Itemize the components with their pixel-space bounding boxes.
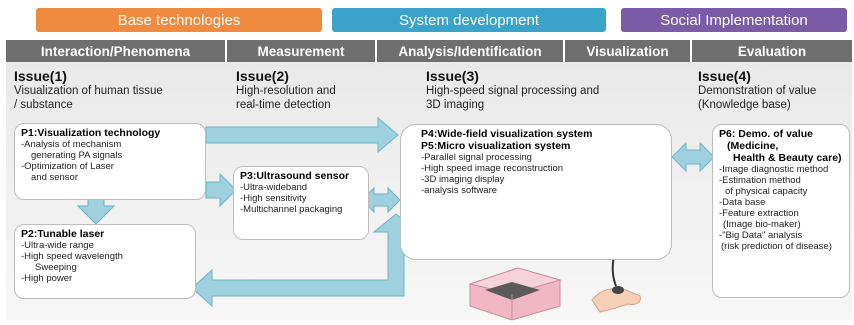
box-p6-title-line3: Health & Beauty care): [733, 152, 842, 164]
arrow-p1-to-p3: [205, 172, 237, 208]
box-p3-item: -Ultra-wideband: [240, 182, 308, 193]
box-p4-title: P4:Wide-field visualization system: [421, 128, 593, 140]
box-p6-title: P6: Demo. of value: [719, 128, 813, 140]
box-p2-item: Sweeping: [35, 262, 77, 273]
issue-1-title: Issue(1): [14, 68, 67, 84]
issue-2-title: Issue(2): [236, 68, 289, 84]
issue-3-title: Issue(3): [426, 68, 479, 84]
box-p2-title: P2:Tunable laser: [21, 228, 105, 240]
box-p1-title: P1:Visualization technology: [21, 127, 161, 139]
box-p3-item: -Multichannel packaging: [240, 204, 343, 215]
header-evaluation: Evaluation: [737, 43, 807, 59]
box-p2-item: -High power: [21, 273, 73, 284]
box-p3-item: -High sensitivity: [240, 193, 307, 204]
box-p1-item: -Optimization of Laser: [21, 161, 114, 172]
header-analysis-identification: Analysis/Identification: [377, 40, 565, 62]
issue-4-title: Issue(4): [698, 68, 751, 84]
box-p4-p5-visualization-systems: P4:Wide-field visualization system P5:Mi…: [400, 124, 672, 260]
box-p2-tunable-laser: P2:Tunable laser -Ultra-wide range -High…: [14, 224, 196, 299]
box-p1-item: and sensor: [31, 172, 79, 183]
issue-4-desc: Demonstration of value(Knowledge base): [698, 85, 817, 111]
box-p6-item: -Image diagnostic method: [719, 164, 829, 175]
phase-header-bar: Interaction/Phenomena Measurement Analys…: [6, 40, 852, 62]
box-p6-item: (Image bio-maker): [723, 219, 801, 230]
box-p45-item: -Parallel signal processing: [421, 152, 532, 163]
box-p3-title: P3:Ultrasound sensor: [240, 170, 350, 182]
banner-base-technologies: Base technologies: [36, 8, 322, 32]
box-p2-item: -Ultra-wide range: [21, 240, 94, 251]
box-p6-item: (risk prediction of disease): [721, 241, 832, 252]
box-p6-item: -Feature extraction: [719, 208, 799, 219]
box-p6-item: -Estimation method: [719, 175, 801, 186]
box-p3-ultrasound-sensor: P3:Ultrasound sensor -Ultra-wideband -Hi…: [233, 166, 369, 240]
header-interaction-phenomena: Interaction/Phenomena: [6, 40, 227, 62]
header-measurement: Measurement: [227, 40, 377, 62]
box-p1-visualization-technology: P1:Visualization technology -Analysis of…: [14, 123, 206, 200]
box-p45-item: -3D imaging display: [421, 174, 505, 185]
box-p6-item: of physical capacity: [725, 186, 808, 197]
imaging-device-illustration: [468, 267, 562, 321]
banner-social-implementation: Social Implementation: [621, 8, 847, 32]
box-p6-item: -Data base: [719, 197, 766, 208]
arrow-p4-to-p2: [191, 213, 420, 308]
box-p5-title: P5:Micro visualization system: [421, 140, 571, 152]
banner-system-development: System development: [332, 8, 606, 32]
arrow-p1-to-p4: [205, 116, 399, 154]
header-visualization: Visualization: [565, 40, 692, 62]
issue-1-desc: Visualization of human tissue/ substance: [14, 85, 163, 111]
box-p6-item: -"Big Data" analysis: [719, 230, 803, 241]
box-p6-demo-of-value: P6: Demo. of value (Medicine, Health & B…: [712, 124, 850, 298]
box-p45-item: -analysis software: [421, 185, 498, 196]
box-p45-item: -High speed image reconstruction: [421, 163, 564, 174]
box-p2-item: -High speed wavelength: [21, 251, 123, 262]
box-p1-item: generating PA signals: [31, 150, 123, 161]
box-p6-title-line2: (Medicine,: [727, 140, 779, 152]
box-p1-item: -Analysis of mechanism: [21, 139, 122, 150]
